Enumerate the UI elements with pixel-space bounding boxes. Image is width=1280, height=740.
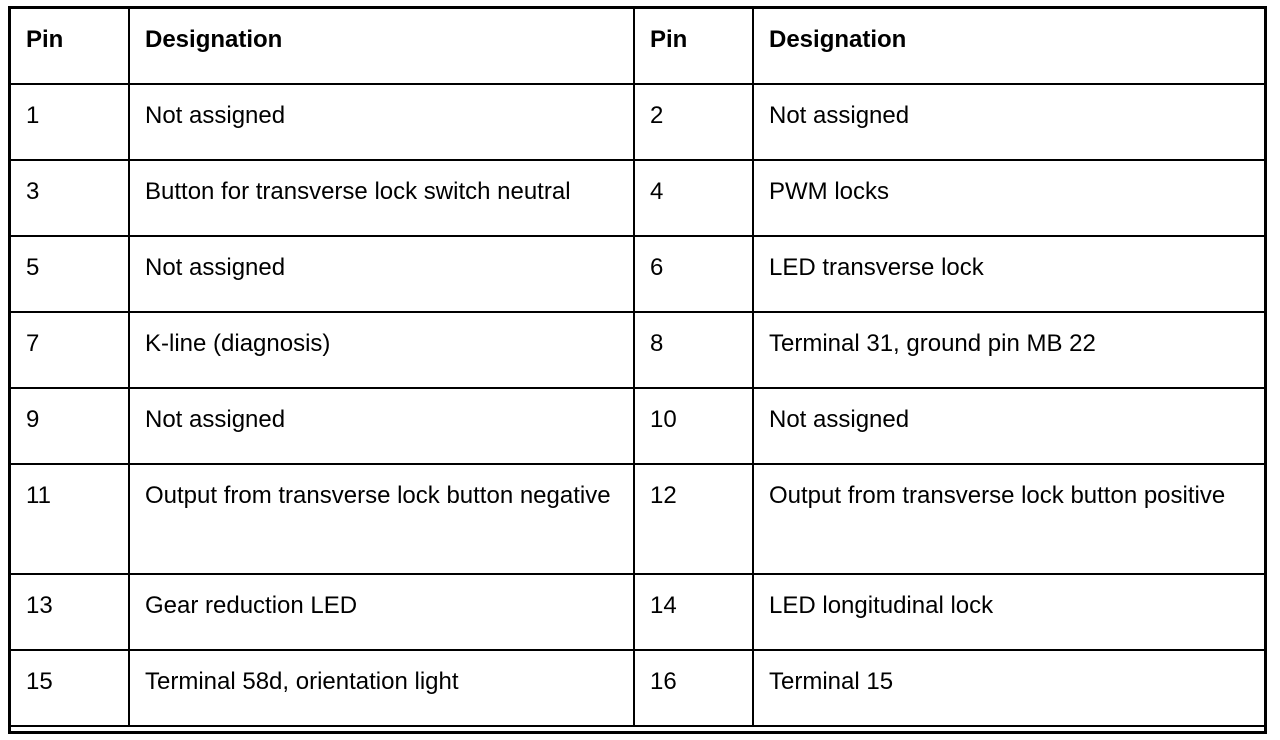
designation-cell: Terminal 31, ground pin MB 22 bbox=[752, 311, 1266, 389]
designation-cell: PWM locks bbox=[752, 159, 1266, 237]
table-row: 11 Output from transverse lock button ne… bbox=[9, 463, 1266, 575]
table-row: 9 Not assigned 10 Not assigned bbox=[9, 387, 1266, 465]
pin-cell: 5 bbox=[9, 235, 130, 313]
pin-cell: 8 bbox=[633, 311, 754, 389]
pin-assignment-table: Pin Designation Pin Designation 1 Not as… bbox=[9, 7, 1266, 727]
pin-cell: 14 bbox=[633, 573, 754, 651]
designation-cell: LED longitudinal lock bbox=[752, 573, 1266, 651]
table-row: 13 Gear reduction LED 14 LED longitudina… bbox=[9, 573, 1266, 651]
pin-cell: 6 bbox=[633, 235, 754, 313]
pin-cell: 7 bbox=[9, 311, 130, 389]
designation-cell: K-line (diagnosis) bbox=[128, 311, 635, 389]
header-designation-left: Designation bbox=[128, 7, 635, 85]
table-header-row: Pin Designation Pin Designation bbox=[9, 7, 1266, 85]
pin-cell: 12 bbox=[633, 463, 754, 575]
designation-cell: Not assigned bbox=[128, 83, 635, 161]
pin-cell: 3 bbox=[9, 159, 130, 237]
table-row: 7 K-line (diagnosis) 8 Terminal 31, grou… bbox=[9, 311, 1266, 389]
header-pin-right: Pin bbox=[633, 7, 754, 85]
header-designation-right: Designation bbox=[752, 7, 1266, 85]
designation-cell: Not assigned bbox=[752, 83, 1266, 161]
designation-cell: LED transverse lock bbox=[752, 235, 1266, 313]
pin-cell: 10 bbox=[633, 387, 754, 465]
pin-cell: 11 bbox=[9, 463, 130, 575]
pin-cell: 2 bbox=[633, 83, 754, 161]
pin-cell: 16 bbox=[633, 649, 754, 727]
table-row: 3 Button for transverse lock switch neut… bbox=[9, 159, 1266, 237]
table-row: 5 Not assigned 6 LED transverse lock bbox=[9, 235, 1266, 313]
designation-cell: Terminal 58d, orientation light bbox=[128, 649, 635, 727]
pin-cell: 9 bbox=[9, 387, 130, 465]
table-row: 1 Not assigned 2 Not assigned bbox=[9, 83, 1266, 161]
designation-cell: Button for transverse lock switch neutra… bbox=[128, 159, 635, 237]
table-row: 15 Terminal 58d, orientation light 16 Te… bbox=[9, 649, 1266, 727]
designation-cell: Not assigned bbox=[752, 387, 1266, 465]
pin-cell: 15 bbox=[9, 649, 130, 727]
pin-cell: 1 bbox=[9, 83, 130, 161]
pin-cell: 13 bbox=[9, 573, 130, 651]
header-pin-left: Pin bbox=[9, 7, 130, 85]
designation-cell: Gear reduction LED bbox=[128, 573, 635, 651]
designation-cell: Output from transverse lock button posit… bbox=[752, 463, 1266, 575]
designation-cell: Not assigned bbox=[128, 387, 635, 465]
pin-cell: 4 bbox=[633, 159, 754, 237]
designation-cell: Terminal 15 bbox=[752, 649, 1266, 727]
designation-cell: Output from transverse lock button negat… bbox=[128, 463, 635, 575]
designation-cell: Not assigned bbox=[128, 235, 635, 313]
